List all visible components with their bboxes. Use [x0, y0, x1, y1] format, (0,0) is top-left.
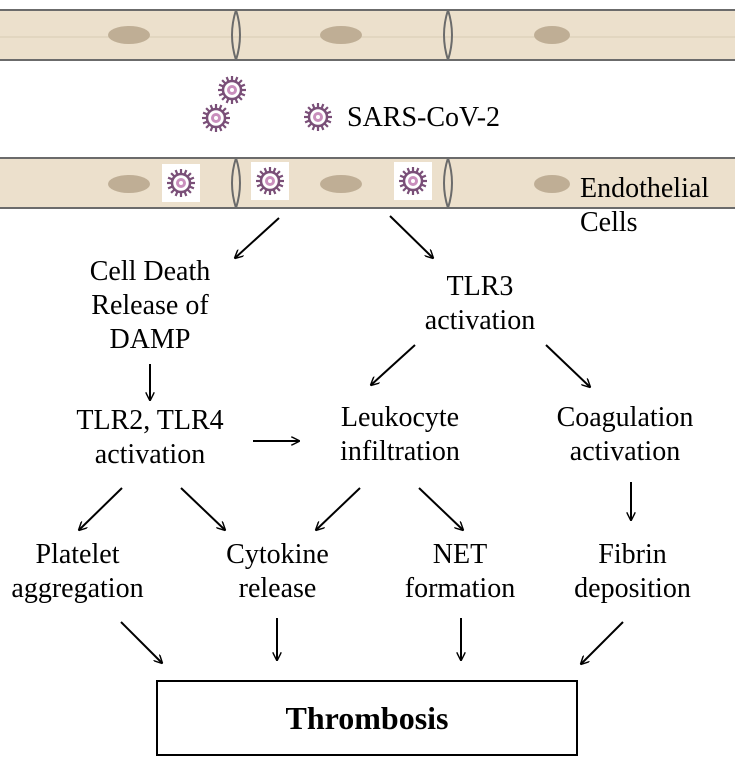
- arrow-cell-to-celldeath: [235, 217, 280, 258]
- node-fibrin: Fibrin deposition: [574, 539, 691, 604]
- virions: [167, 76, 427, 197]
- nucleus: [108, 26, 150, 44]
- arrow-tlr2-to-cytokine: [180, 487, 225, 530]
- virion-icon: [304, 103, 332, 131]
- virion-icon: [167, 169, 195, 197]
- arrow-cell-to-tlr3: [389, 215, 433, 258]
- node-coagulation: Coagulation activation: [556, 402, 694, 467]
- arrow-platelet-to-thrombosis: [120, 621, 162, 663]
- arrows: [79, 215, 631, 664]
- virion-icon: [399, 167, 427, 195]
- node-tlr2-tlr4: TLR2, TLR4 activation: [76, 405, 224, 470]
- virion-icon: [202, 104, 230, 132]
- thrombosis-box: Thrombosis: [156, 680, 578, 756]
- nucleus: [534, 175, 570, 193]
- nucleus: [108, 175, 150, 193]
- arrow-leukocyte-to-net: [418, 487, 463, 530]
- nucleus: [320, 175, 362, 193]
- nucleus: [320, 26, 362, 44]
- arrow-tlr3-to-coagulation: [545, 344, 590, 387]
- node-cell-death: Cell Death Release of DAMP: [89, 256, 211, 355]
- virus-label: SARS-CoV-2: [347, 102, 501, 133]
- virion-icon: [218, 76, 246, 104]
- thrombosis-label: Thrombosis: [285, 699, 449, 736]
- endothelial-cells-label: Endothelial Cells: [580, 173, 710, 238]
- node-net: NET formation: [404, 539, 516, 604]
- node-tlr3: TLR3 activation: [424, 271, 536, 336]
- arrow-tlr2-to-platelet: [79, 487, 123, 530]
- node-cytokine: Cytokine release: [226, 539, 329, 604]
- virion-icon: [256, 167, 284, 195]
- bottom-cell-row: [0, 157, 735, 209]
- node-leukocyte: Leukocyte infiltration: [340, 402, 460, 467]
- top-cell-row: [0, 9, 735, 61]
- arrow-tlr3-to-leukocyte: [371, 344, 416, 385]
- arrow-fibrin-to-thrombosis: [581, 621, 624, 664]
- node-platelet: Platelet aggregation: [11, 539, 144, 604]
- arrow-leukocyte-to-cytokine: [316, 487, 361, 530]
- nucleus: [534, 26, 570, 44]
